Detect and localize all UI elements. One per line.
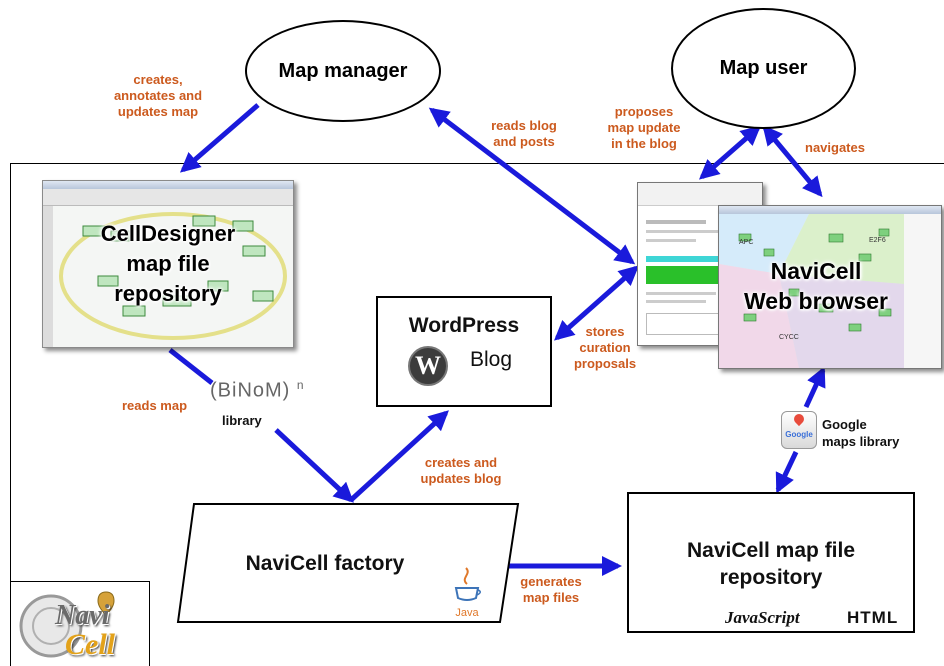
- map-repo-line: NaviCell map file: [686, 539, 856, 562]
- google-icon-text: Google: [785, 430, 813, 439]
- google-label-line: maps library: [822, 434, 900, 449]
- binom-superscript: n: [296, 378, 305, 392]
- label-line: and posts: [493, 134, 555, 149]
- window-sidebar: [43, 206, 53, 347]
- label-line: reads blog: [491, 118, 557, 133]
- navicell-map-canvas: APC E2F6 CYCC: [719, 214, 941, 368]
- arrow-repo-google: [775, 450, 799, 494]
- wordpress-sub: Blog: [470, 348, 513, 371]
- java-text: Java: [455, 607, 479, 619]
- label-line: map files: [522, 590, 580, 605]
- google-label-line: Google: [822, 417, 867, 432]
- label-line: in the blog: [611, 136, 677, 151]
- html-label: HTML: [847, 608, 899, 627]
- svg-text:CYCC: CYCC: [779, 334, 799, 341]
- map-manager-node: Map manager: [245, 20, 441, 122]
- google-maps-icon: Google: [781, 411, 817, 449]
- arrow-browser-wordpress: [554, 265, 639, 341]
- label-reads-map: reads map: [122, 398, 202, 414]
- arrow-user-navigates: [762, 124, 823, 198]
- factory-label: NaviCell factory: [245, 552, 405, 575]
- arrow-google-browser: [803, 366, 826, 409]
- navicell-browser-screenshot: APC E2F6 CYCC NaviCell Web browser: [718, 205, 942, 369]
- label-line: proposals: [573, 356, 637, 371]
- blog-highlight: [646, 256, 754, 262]
- blog-text-line: [646, 220, 706, 224]
- map-repo-title: NaviCell map file repository: [629, 537, 913, 591]
- svg-text:E2F6: E2F6: [869, 237, 886, 244]
- navicell-browser-line: Web browser: [744, 288, 888, 314]
- navicell-logo-box: Navi Cell: [10, 581, 150, 666]
- frame-left-line: [10, 163, 11, 666]
- binom-text: (BiNoM): [210, 379, 291, 402]
- window-toolbar: [43, 189, 293, 206]
- java-icon: Java: [450, 566, 484, 619]
- label-line: stores: [585, 324, 625, 339]
- window-titlebar: [719, 206, 941, 214]
- google-maps-label: Google maps library: [822, 416, 899, 450]
- label-line: updates map: [117, 104, 199, 119]
- map-manager-label: Map manager: [278, 59, 408, 82]
- label-line: navigates: [805, 140, 865, 155]
- label-line: generates: [520, 574, 582, 589]
- navicell-browser-overlay: NaviCell Web browser: [719, 256, 921, 316]
- wordpress-title: WordPress: [408, 314, 520, 337]
- label-proposes: proposes map update in the blog: [596, 104, 692, 152]
- map-user-label: Map user: [719, 57, 808, 79]
- label-line: reads map: [122, 398, 188, 413]
- wordpress-icon: W: [408, 346, 448, 386]
- label-line: proposes: [614, 104, 674, 119]
- arrow-factory-wordpress: [349, 410, 449, 502]
- celldesigner-line: map file: [126, 251, 210, 276]
- label-creates-annotates: creates, annotates and updates map: [98, 72, 218, 120]
- arrow-binom-factory: [274, 428, 354, 503]
- window-titlebar: [43, 181, 293, 189]
- label-navigates: navigates: [790, 140, 880, 156]
- celldesigner-canvas: [59, 212, 287, 340]
- navicell-browser-line: NaviCell: [770, 258, 862, 284]
- celldesigner-screenshot: CellDesigner map file repository: [42, 180, 294, 348]
- label-creates-blog: creates and updates blog: [406, 455, 516, 487]
- logo-text-cell: Cell: [65, 628, 115, 661]
- svg-text:APC: APC: [739, 239, 753, 246]
- label-line: updates blog: [420, 471, 502, 486]
- label-reads-blog: reads blog and posts: [474, 118, 574, 150]
- wordpress-box: WordPress W Blog: [376, 296, 552, 407]
- label-line: curation: [579, 340, 631, 355]
- map-user-node: Map user: [671, 8, 856, 129]
- map-repo-box: NaviCell map file repository JavaScript …: [627, 492, 915, 633]
- arrow-manager-browser: [428, 107, 636, 265]
- blog-text-line: [646, 300, 706, 303]
- label-stores: stores curation proposals: [565, 324, 645, 372]
- label-generates: generates map files: [508, 574, 594, 606]
- navicell-logo-icon: [19, 591, 115, 658]
- label-line: annotates and: [113, 88, 203, 103]
- binom-logo: (BiNoM) n: [210, 378, 305, 403]
- blog-text-line: [646, 230, 726, 233]
- blog-text-line: [646, 292, 716, 295]
- label-line: creates and: [424, 455, 498, 470]
- celldesigner-line: CellDesigner: [100, 221, 236, 246]
- blog-header: [638, 183, 762, 206]
- javascript-label: JavaScript: [725, 608, 800, 627]
- arrow-user-blog: [698, 125, 762, 180]
- celldesigner-overlay: CellDesigner map file repository: [43, 219, 293, 309]
- map-repo-line: repository: [719, 566, 823, 589]
- arrow-manager-to-celldesigner: [179, 103, 260, 173]
- label-line: creates,: [133, 72, 183, 87]
- blog-text-line: [646, 239, 696, 242]
- java-cup-icon: [454, 567, 481, 601]
- label-line: map update: [607, 120, 681, 135]
- arrow-celldesigner-binom: [168, 348, 214, 385]
- google-pin-icon: [791, 411, 807, 427]
- factory-shape: [176, 503, 520, 623]
- binom-library-label: library: [222, 413, 262, 428]
- celldesigner-line: repository: [114, 281, 222, 306]
- logo-text-navi: Navi: [55, 600, 110, 631]
